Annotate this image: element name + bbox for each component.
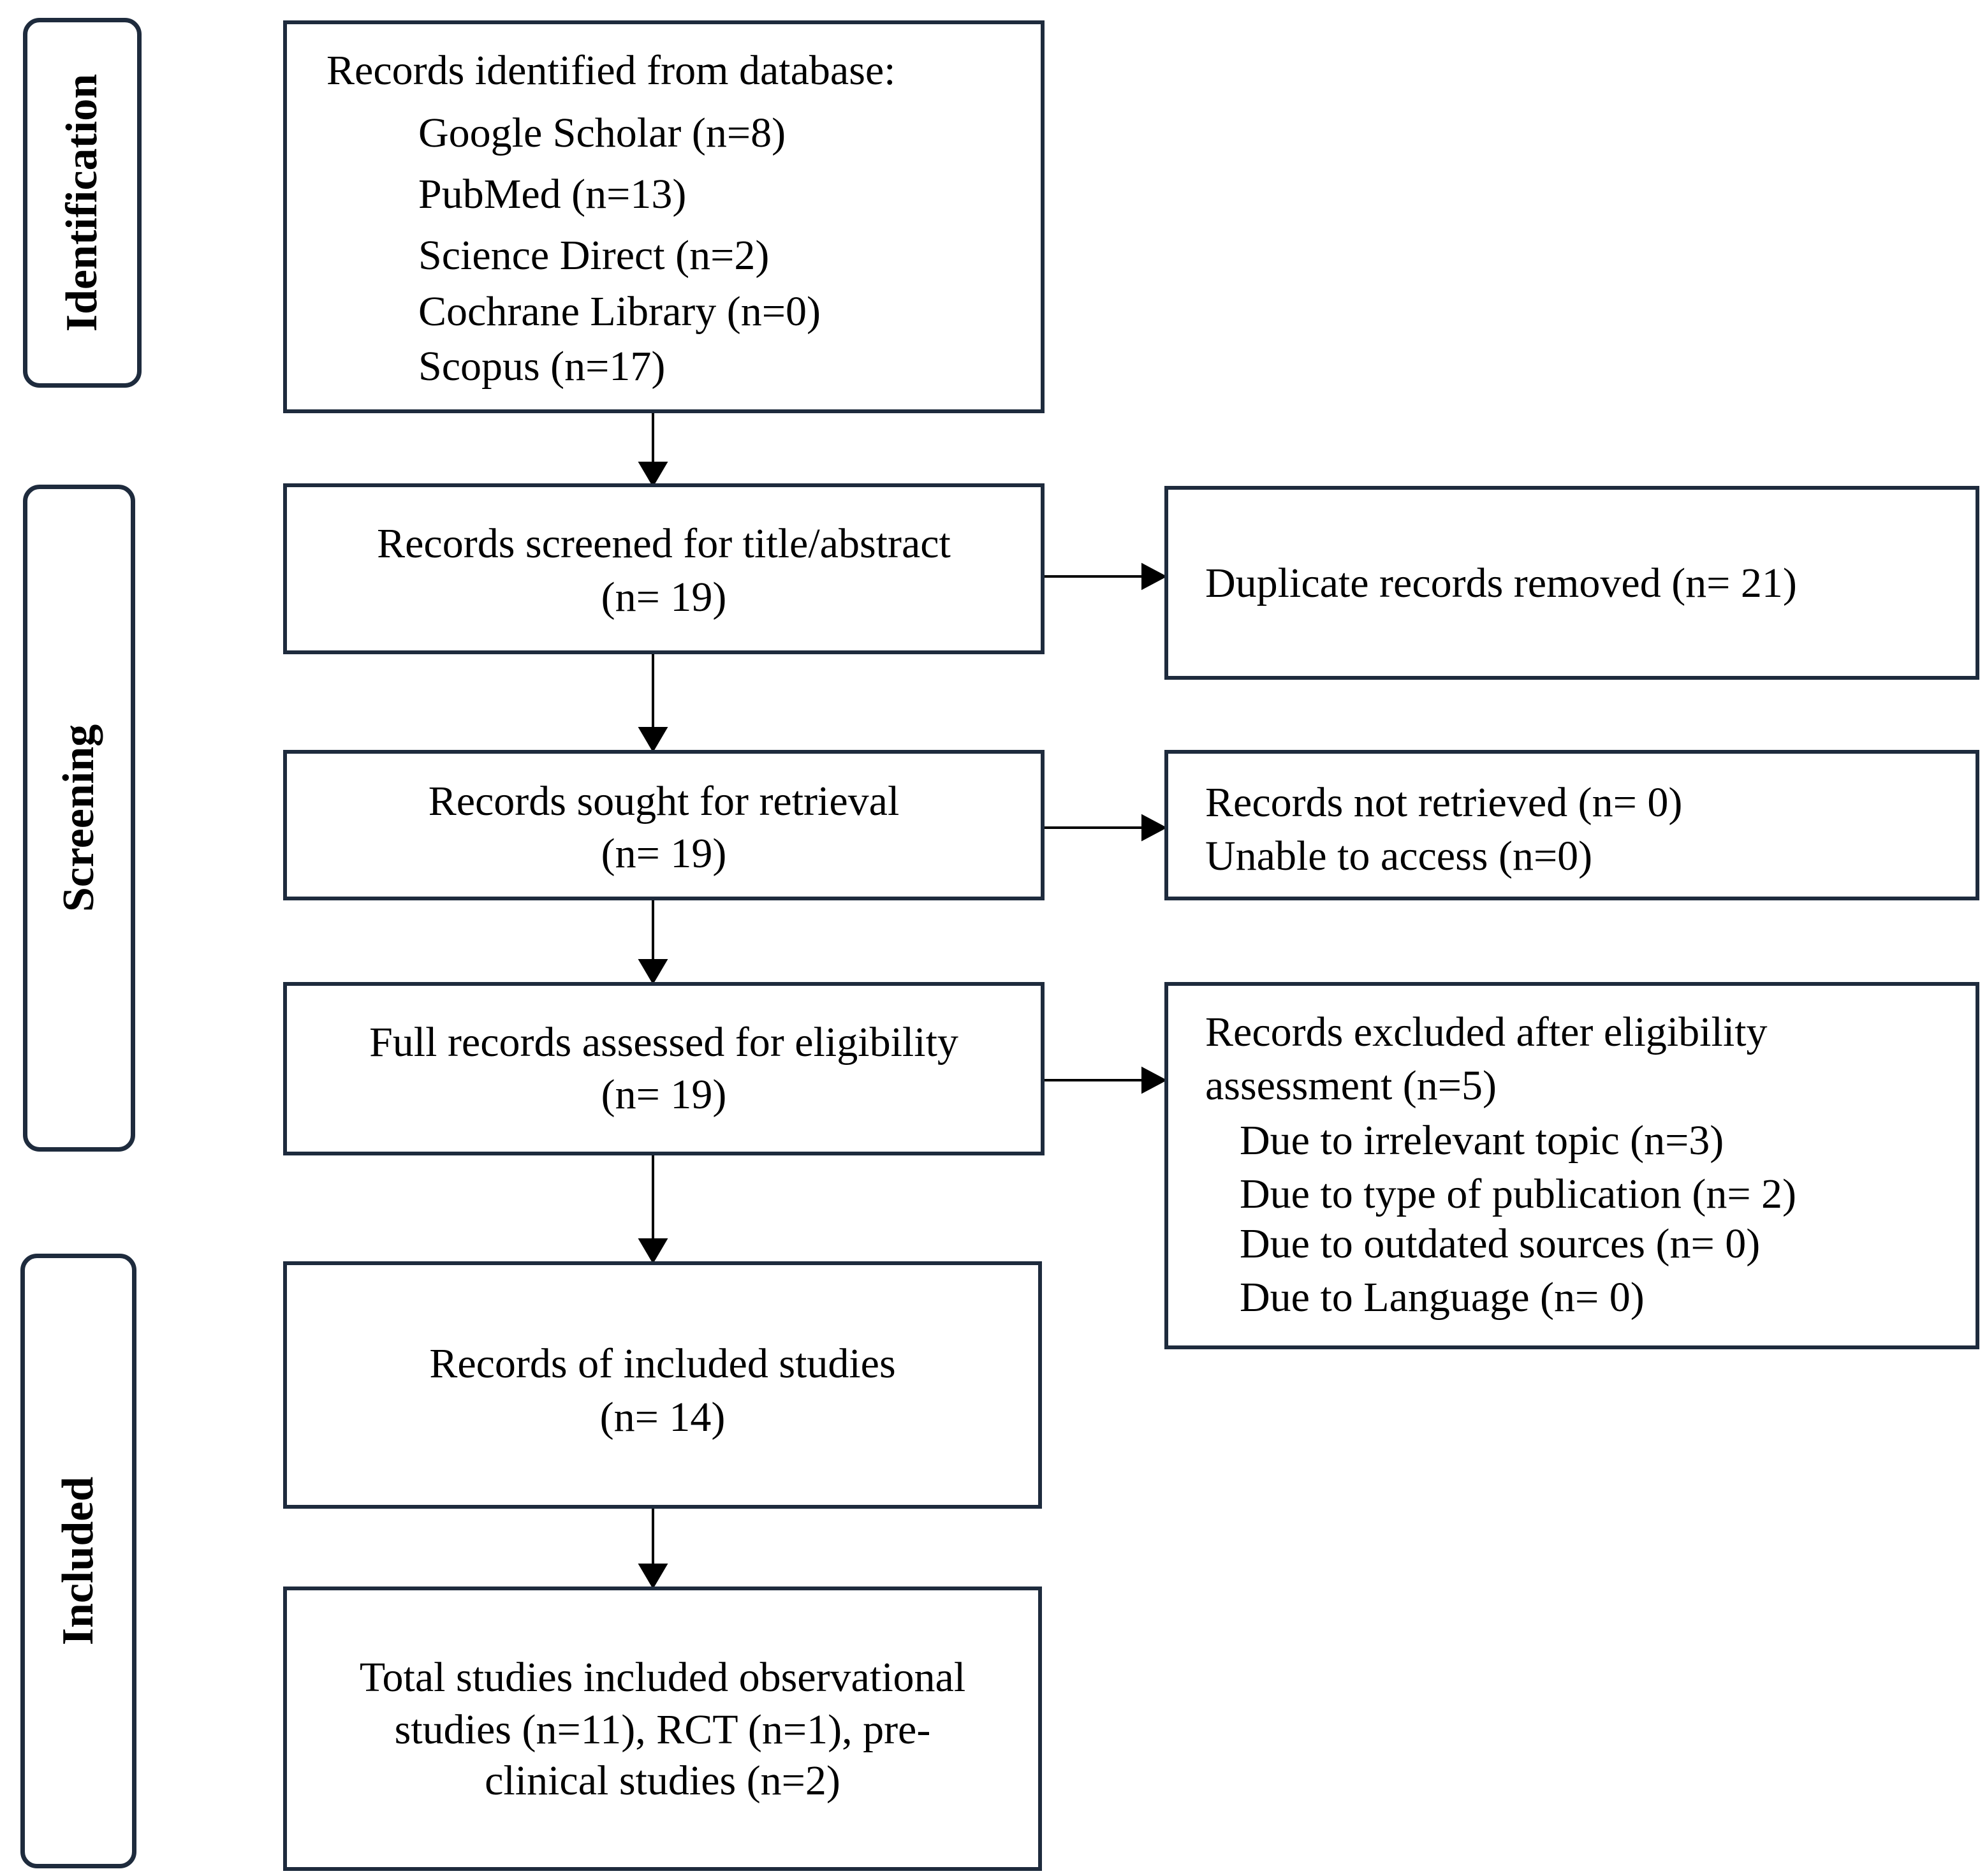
identified-heading: Records identified from database: <box>326 47 896 94</box>
phase-included: Included <box>20 1254 136 1868</box>
identified-source-cochrane: Cochrane Library (n=0) <box>418 288 821 335</box>
screened-count: (n= 19) <box>601 574 727 620</box>
identified-source-scopus: Scopus (n=17) <box>418 343 666 390</box>
arrowhead-included-to-total <box>638 1564 668 1589</box>
box-total-studies: Total studies included observational stu… <box>283 1587 1042 1871</box>
box-records-included: Records of included studies (n= 14) <box>283 1261 1042 1509</box>
excluded-line1: Records excluded after eligibility <box>1205 1009 1768 1055</box>
phase-identification-label: Identification <box>57 73 106 332</box>
included-line1: Records of included studies <box>429 1340 896 1387</box>
phase-identification: Identification <box>23 18 142 388</box>
box-records-identified: Records identified from database: Google… <box>283 20 1045 413</box>
box-records-screened: Records screened for title/abstract (n= … <box>283 483 1045 654</box>
identified-source-science-direct: Science Direct (n=2) <box>418 232 770 279</box>
phase-screening-label: Screening <box>54 724 103 912</box>
total-line3: clinical studies (n=2) <box>485 1757 840 1804</box>
box-records-excluded: Records excluded after eligibility asses… <box>1164 982 1979 1349</box>
included-count: (n= 14) <box>599 1394 726 1440</box>
arrowhead-assessed-to-included <box>638 1238 668 1264</box>
phase-screening: Screening <box>23 485 135 1152</box>
arrowhead-screened-to-duplicates <box>1141 562 1168 590</box>
not-retrieved-line2: Unable to access (n=0) <box>1205 833 1593 879</box>
not-retrieved-line1: Records not retrieved (n= 0) <box>1205 779 1683 826</box>
screened-line1: Records screened for title/abstract <box>377 520 951 567</box>
phase-included-label: Included <box>54 1476 103 1646</box>
total-line2: studies (n=11), RCT (n=1), pre- <box>394 1706 931 1753</box>
excluded-reason-publication-type: Due to type of publication (n= 2) <box>1240 1171 1797 1217</box>
arrowhead-sought-to-not-retrieved <box>1141 814 1168 842</box>
excluded-reason-language: Due to Language (n= 0) <box>1240 1274 1645 1321</box>
arrowhead-assessed-to-excluded <box>1141 1066 1168 1094</box>
excluded-reason-irrelevant-topic: Due to irrelevant topic (n=3) <box>1240 1117 1724 1164</box>
arrowhead-identified-to-screened <box>638 462 668 487</box>
total-line1: Total studies included observational <box>359 1654 966 1701</box>
identified-source-google-scholar: Google Scholar (n=8) <box>418 110 786 156</box>
box-duplicates-removed: Duplicate records removed (n= 21) <box>1164 486 1979 680</box>
arrowhead-sought-to-assessed <box>638 959 668 985</box>
box-records-sought: Records sought for retrieval (n= 19) <box>283 750 1045 900</box>
assessed-count: (n= 19) <box>601 1071 727 1118</box>
sought-line1: Records sought for retrieval <box>428 778 900 824</box>
box-records-not-retrieved: Records not retrieved (n= 0) Unable to a… <box>1164 750 1979 900</box>
sought-count: (n= 19) <box>601 830 727 877</box>
duplicates-text: Duplicate records removed (n= 21) <box>1205 560 1797 606</box>
identified-source-pubmed: PubMed (n=13) <box>418 171 687 217</box>
excluded-line2: assessment (n=5) <box>1205 1062 1497 1109</box>
excluded-reason-outdated-sources: Due to outdated sources (n= 0) <box>1240 1220 1761 1267</box>
assessed-line1: Full records assessed for eligibility <box>369 1019 958 1066</box>
arrowhead-screened-to-sought <box>638 727 668 752</box>
box-records-assessed: Full records assessed for eligibility (n… <box>283 982 1045 1155</box>
